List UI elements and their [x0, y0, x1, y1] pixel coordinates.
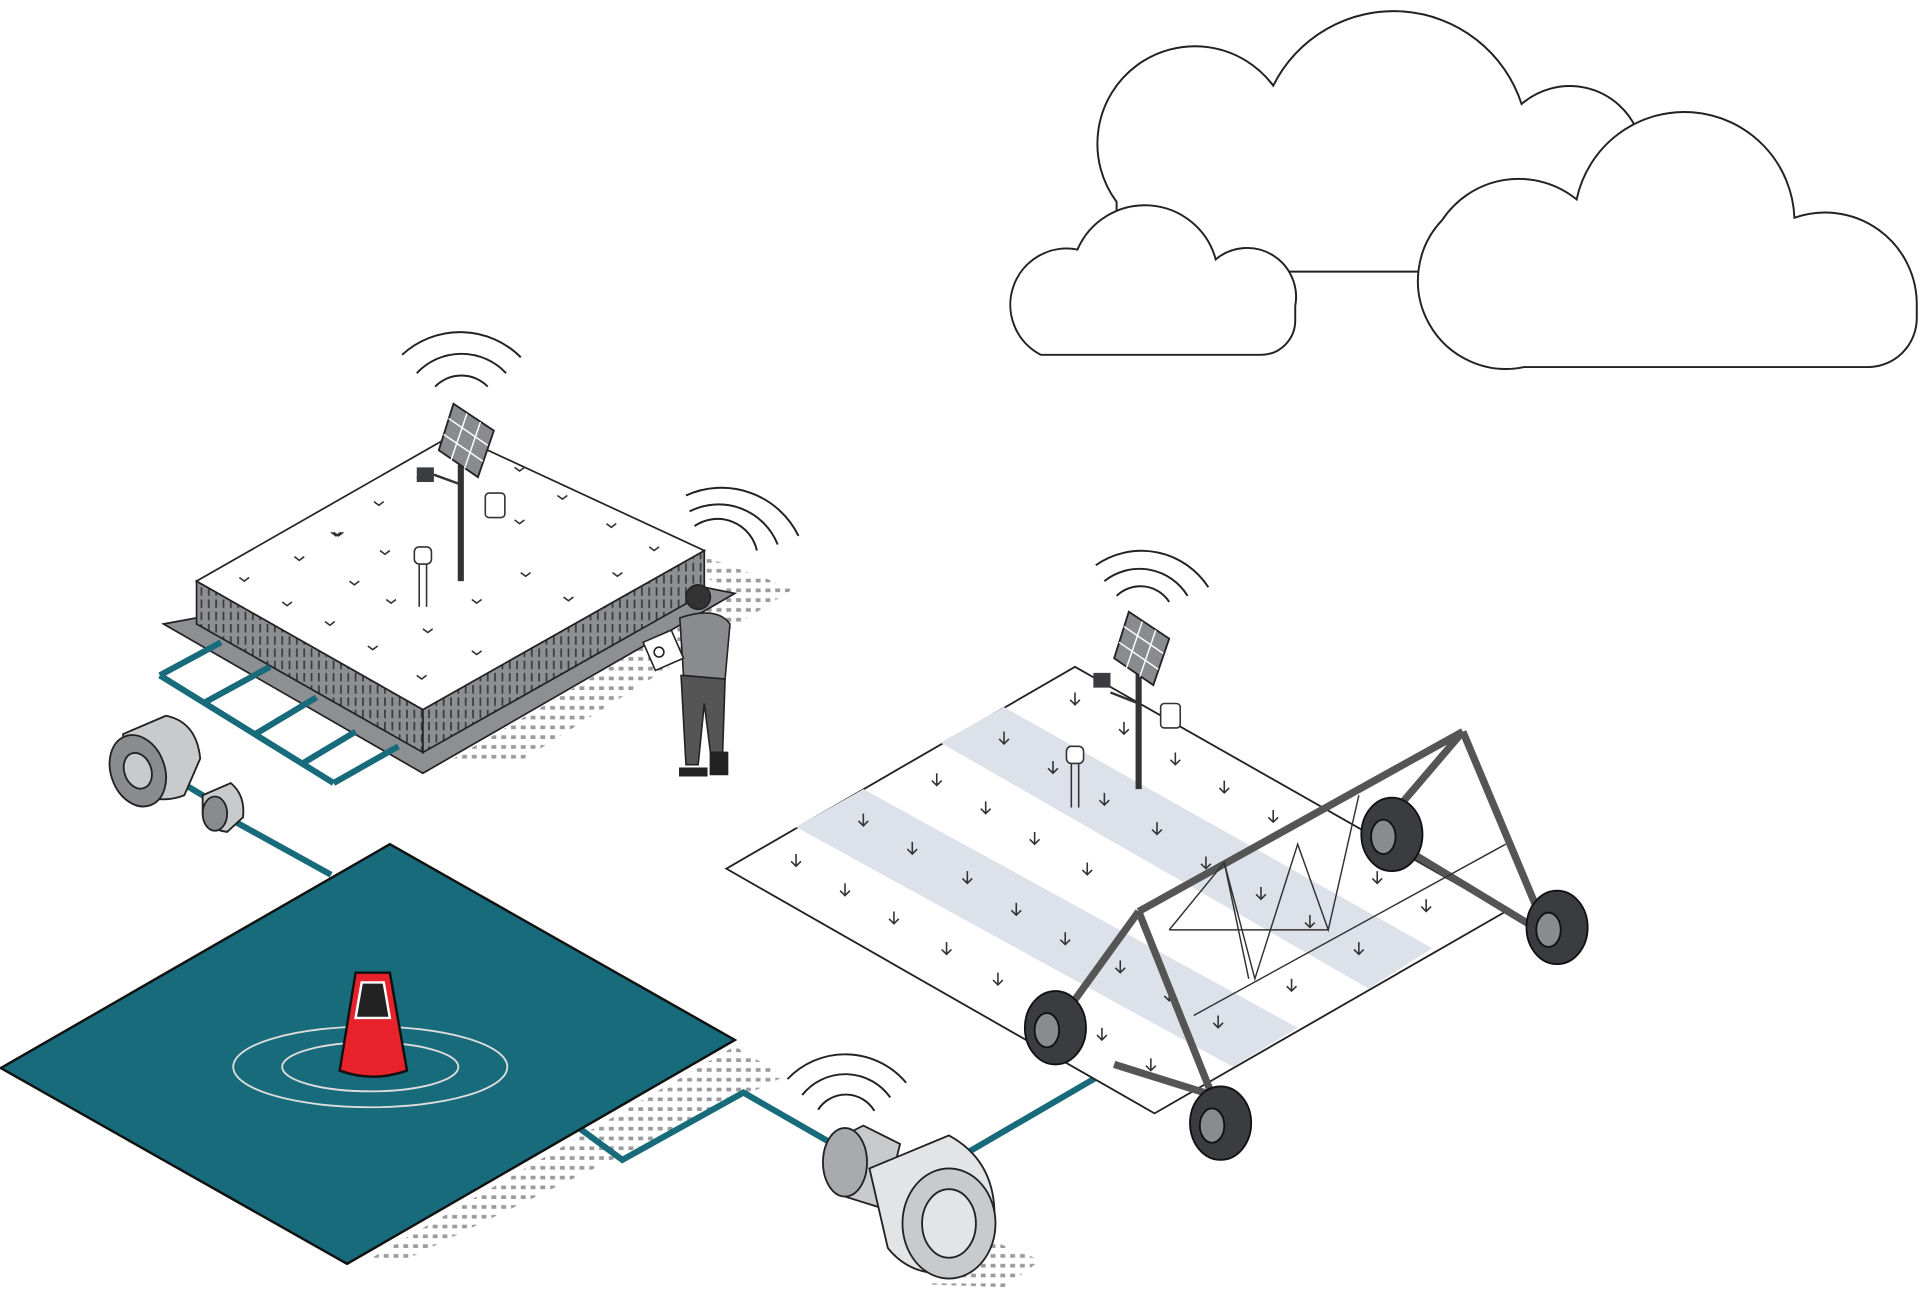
cloud-icon: [1009, 10, 1918, 370]
center-pivot-irrigation-icon: [1023, 728, 1589, 1161]
farmer-with-tablet-icon: [642, 584, 731, 777]
buoy-sensor-icon: [338, 971, 409, 1078]
wifi-signal-icon: [1095, 549, 1210, 603]
pipe-network: [158, 639, 1108, 1164]
weather-sensor-icon: [1065, 672, 1182, 808]
wheel: [1023, 796, 1589, 1161]
solar-panel-icon: [1113, 610, 1171, 790]
water-pump-icon: [822, 1124, 997, 1280]
wifi-signal-icon: [685, 486, 800, 551]
weather-sensor-icon: [413, 467, 506, 607]
water-pump-icon: [108, 714, 245, 833]
raised-crop-field: [161, 433, 738, 775]
irrigated-crop-field: [724, 665, 1508, 1115]
wifi-signal-icon: [401, 331, 522, 388]
wifi-signal-icon: [786, 1053, 907, 1112]
